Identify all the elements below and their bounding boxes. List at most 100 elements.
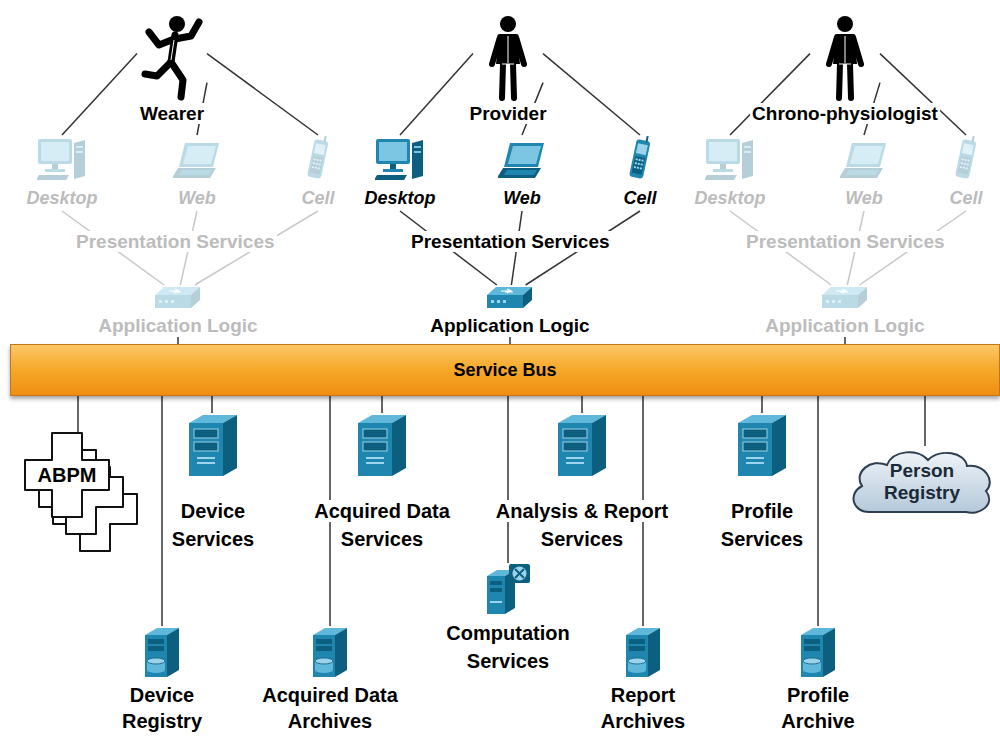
desktop-icon (705, 137, 755, 181)
text-holder: Application Logic (415, 315, 605, 337)
text-holder: Provider (467, 103, 548, 125)
icon-holder (939, 135, 993, 181)
layer-label: Presentation Services (409, 231, 612, 253)
db-icon (141, 626, 183, 678)
server-icon (734, 413, 790, 477)
service-server: Device Services (153, 413, 273, 553)
node-label: Cell (299, 188, 336, 208)
cell-icon (627, 135, 653, 181)
device-icon: Desktop (682, 135, 778, 209)
connector-line (400, 54, 473, 135)
connector-line (543, 54, 640, 135)
actor-figure: Chrono-physiologist (810, 14, 880, 102)
node-label: Cell (621, 188, 658, 208)
icon-holder (300, 413, 465, 477)
icon-holder (165, 135, 229, 181)
icon-holder (107, 626, 217, 678)
icon-holder (490, 135, 554, 181)
connector-line (62, 54, 137, 135)
laptop-icon (498, 141, 546, 181)
cell-icon (305, 135, 331, 181)
connector-line (507, 388, 509, 563)
connector (62, 54, 137, 135)
service-bus: Service Bus (10, 344, 1000, 396)
node-label: Device Services (170, 500, 256, 550)
icon-holder (415, 285, 605, 311)
switch-icon (822, 285, 868, 311)
icon-holder (588, 626, 698, 678)
node-label: Application Logic (428, 315, 591, 336)
device-icon: Desktop (352, 135, 448, 209)
text-holder: Device Services (153, 497, 273, 553)
icon-holder (250, 626, 410, 678)
application-logic-switch: Application Logic (83, 285, 273, 337)
person-registry-cloud: Person Registry (847, 446, 997, 518)
connector-line (817, 388, 819, 626)
layer-label-text: Presentation Services (409, 231, 612, 252)
comp-icon (485, 563, 531, 615)
application-logic-switch: Application Logic (415, 285, 605, 337)
switch-icon (487, 285, 533, 311)
node-label: Acquired Data Archives (260, 684, 400, 732)
text-holder: Desktop (352, 187, 448, 209)
service-server: Acquired Data Services (300, 413, 465, 553)
node-label: Acquired Data Services (312, 500, 452, 550)
device-icon: Cell (291, 135, 345, 209)
icon-holder (352, 135, 448, 181)
device-icon: Desktop (14, 135, 110, 209)
text-holder: Report Archives (588, 682, 698, 734)
text-holder: Device Registry (107, 682, 217, 734)
icon-holder (475, 413, 690, 477)
node-label: Report Archives (599, 684, 688, 732)
laptop-icon (173, 141, 221, 181)
text-holder: Wearer (138, 103, 206, 125)
stand-icon (810, 14, 880, 102)
layer-label: Presentation Services (74, 231, 277, 253)
icon-holder (750, 285, 940, 311)
text-holder: Cell (613, 187, 667, 209)
icon-holder (707, 413, 817, 477)
connector (207, 54, 318, 135)
service-server: Profile Archive (763, 626, 873, 734)
node-label: Profile Archive (779, 684, 856, 732)
abpm-device: ABPM (24, 432, 138, 552)
device-icon: Cell (613, 135, 667, 209)
device-icon: Cell (939, 135, 993, 209)
device-icon: Web (490, 135, 554, 209)
device-icon: Web (165, 135, 229, 209)
laptop-icon (840, 141, 888, 181)
actor-figure: Provider (473, 14, 543, 102)
stand-icon (473, 14, 543, 102)
connector (400, 54, 473, 135)
text-holder: Desktop (682, 187, 778, 209)
text-holder: Chrono-physiologist (750, 103, 940, 125)
icon-holder (613, 135, 667, 181)
node-label: Web (501, 188, 543, 208)
layer-label-text: Presentation Services (74, 231, 277, 252)
actor-name: Wearer (138, 103, 206, 124)
text-holder: Web (490, 187, 554, 209)
connector-line (924, 388, 926, 446)
node-label: Analysis & Report Services (494, 500, 670, 550)
service-server: Analysis & Report Services (475, 413, 690, 553)
node-label: Cell (947, 188, 984, 208)
node-label: Device Registry (120, 684, 204, 732)
text-holder: Cell (939, 187, 993, 209)
text-holder: Service Bus (451, 360, 558, 381)
switch-icon (155, 285, 201, 311)
cell-icon (953, 135, 979, 181)
icon-holder (473, 14, 543, 102)
node-label: Web (843, 188, 885, 208)
icon-holder (291, 135, 345, 181)
text-box: Person Registry (867, 460, 977, 504)
text-holder: Web (165, 187, 229, 209)
db-icon (622, 626, 664, 678)
icon-holder (763, 626, 873, 678)
server-icon (354, 413, 410, 477)
connector (543, 54, 640, 135)
node-label: Application Logic (96, 315, 259, 336)
text-holder: Profile Services (707, 497, 817, 553)
actor-name: Provider (467, 103, 548, 124)
service-server: Profile Services (707, 413, 817, 553)
